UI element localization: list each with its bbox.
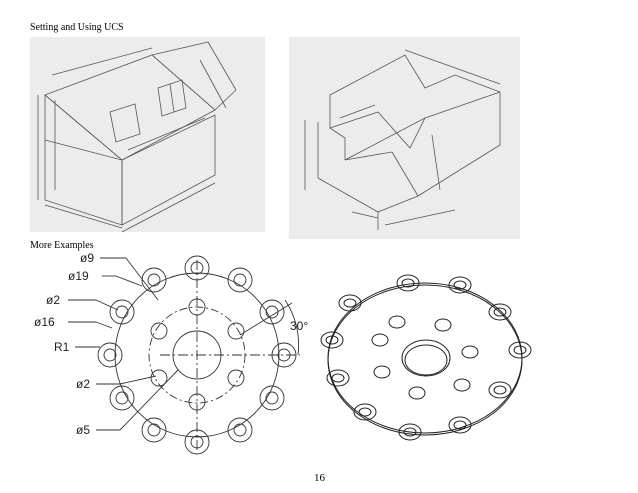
section-heading-examples: More Examples (30, 240, 94, 251)
callout-radius-1: R1 (54, 340, 70, 354)
section-heading-ucs: Setting and Using UCS (30, 22, 124, 33)
callout-diameter-19: ø19 (68, 269, 89, 283)
house-figure-panel (30, 37, 265, 232)
callout-diameter-5: ø5 (76, 423, 90, 437)
ucs-figure-panel (289, 37, 520, 239)
callout-diameter-2-bottom: ø2 (76, 377, 90, 391)
callout-angle-30: 30° (290, 319, 308, 333)
callout-diameter-9: ø9 (80, 251, 94, 265)
page-number: 16 (314, 472, 325, 484)
callout-diameter-2-top: ø2 (46, 293, 60, 307)
callout-diameter-16: ø16 (34, 315, 55, 329)
